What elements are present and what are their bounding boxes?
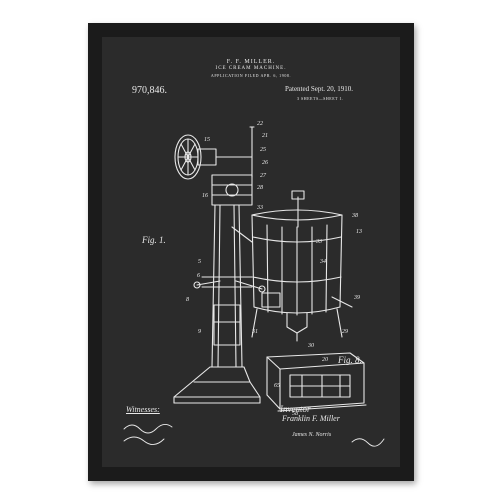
svg-text:21: 21 [262,133,268,139]
freezer-tub [251,190,343,316]
patent-title: ICE CREAM MACHINE. [215,66,287,71]
attorney-signature: James N. Norris [292,432,332,438]
svg-text:27: 27 [260,173,267,179]
svg-text:20: 20 [322,357,328,363]
patent-poster: F. F. MILLER. ICE CREAM MACHINE. APPLICA… [102,37,400,467]
gear-housing [211,174,253,206]
application-filed-date: APPLICATION FILED APR. 6, 1908. [210,73,292,78]
crank-arms [193,226,266,293]
support-column [201,204,253,368]
svg-text:22: 22 [257,121,263,127]
svg-text:6: 6 [197,273,200,279]
patented-date: Patented Sept. 20, 1910. [285,85,354,93]
witnesses-label: Witnesses: [126,405,160,414]
svg-text:33: 33 [315,239,322,245]
svg-text:34: 34 [319,258,326,265]
tub-support [251,292,353,342]
svg-text:39: 39 [353,295,360,301]
figure-1-label: Fig. 1. [142,235,166,245]
hand-wheel [174,126,255,180]
patent-number: 970,846. [132,85,167,96]
reference-numerals: 22 21 25 26 27 28 15 16 33 38 13 33 34 5 6 8 9 31… [186,121,362,417]
ice-cream-machine-drawing: 22 21 25 26 27 28 15 16 33 38 13 33 34 5 6 8 9 31… [123,121,385,447]
figure-8-label: Fig. 8. [338,355,362,365]
svg-text:16: 16 [202,193,208,199]
svg-text:15: 15 [204,137,210,143]
svg-text:33: 33 [256,205,263,211]
signature-scribbles [123,424,385,447]
svg-text:65: 65 [274,383,280,389]
sheet-number: 3 SHEETS—SHEET 1. [297,96,344,101]
svg-text:5: 5 [198,259,201,265]
svg-text:28: 28 [257,185,263,191]
inventor-signature: Franklin F. Miller [282,414,340,423]
svg-text:38: 38 [351,213,358,219]
svg-text:58: 58 [292,411,298,417]
svg-text:9: 9 [198,329,201,335]
fig-8-drawer [266,352,367,412]
svg-text:8: 8 [186,297,189,303]
svg-text:30: 30 [307,343,314,349]
picture-frame: F. F. MILLER. ICE CREAM MACHINE. APPLICA… [88,23,414,481]
inventor-label: Inventor [280,404,311,414]
inventor-caps-header: F. F. MILLER. [226,59,276,65]
svg-text:31: 31 [251,329,258,335]
machine-base [173,366,261,404]
svg-text:26: 26 [262,160,268,166]
svg-text:25: 25 [260,147,266,153]
svg-text:29: 29 [342,329,348,335]
svg-text:13: 13 [356,229,362,235]
